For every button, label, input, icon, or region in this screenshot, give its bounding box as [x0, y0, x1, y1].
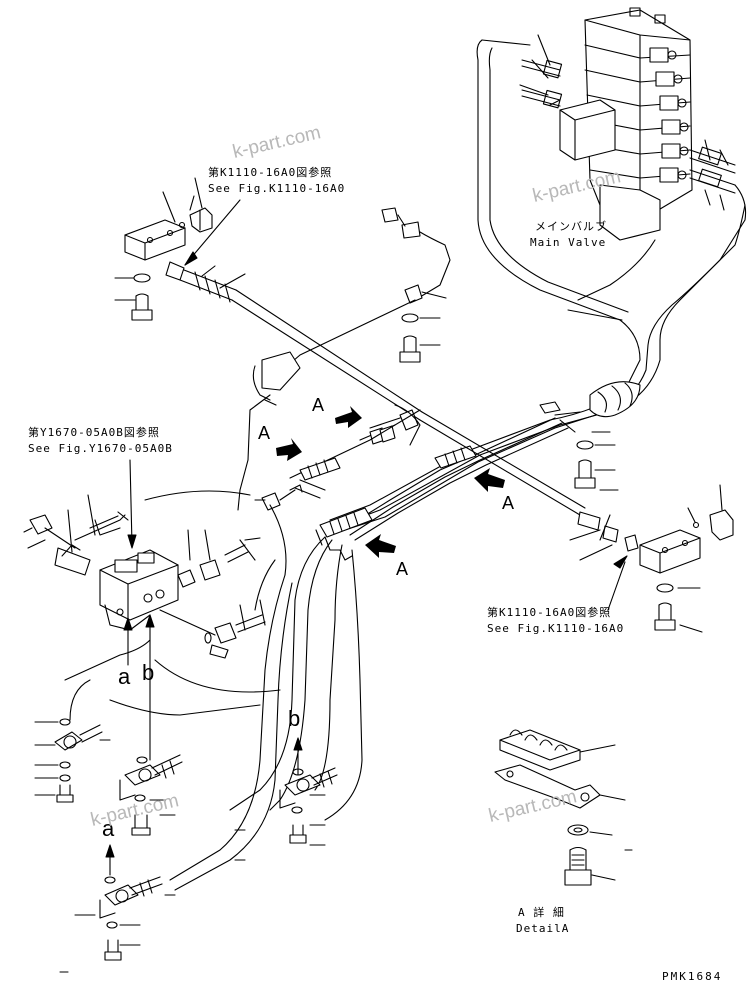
pilot-valve	[23, 494, 266, 659]
detail-a-label-en: DetailA	[516, 922, 570, 935]
drawing-code: PMK1684	[662, 970, 723, 983]
connection-b-upper: b	[142, 660, 155, 685]
reference-y1670-en: See Fig.Y1670-05A0B	[28, 442, 173, 455]
top-left-block	[114, 177, 423, 421]
reference-k1110-top-en: See Fig.K1110-16A0	[208, 182, 346, 195]
detail-a-label-jp: A 詳 細	[518, 906, 565, 919]
lower-hoses	[64, 490, 363, 891]
view-a-label-1: A	[312, 395, 325, 415]
reference-k1110-top-jp: 第K1110-16A0図参照	[208, 166, 333, 179]
main-valve-label-jp: メインバルブ	[535, 220, 607, 233]
view-arrows	[276, 406, 505, 558]
view-a-label-2: A	[258, 423, 271, 443]
right-block	[419, 411, 734, 633]
reference-y1670-jp: 第Y1670-05A0B図参照	[28, 426, 160, 439]
reference-k1110-right-en: See Fig.K1110-16A0	[487, 622, 625, 635]
view-a-label-3: A	[502, 493, 515, 513]
main-valve-label-en: Main Valve	[530, 236, 607, 249]
reference-leaders	[127, 199, 628, 611]
center-sensor-wiring	[247, 207, 451, 479]
connection-a-lower: a	[102, 816, 115, 841]
connection-b-lower: b	[288, 706, 301, 731]
connection-a-upper: a	[118, 664, 131, 689]
main-hose-bundle	[329, 39, 747, 541]
detail-a	[494, 729, 633, 886]
hose-clamps	[237, 445, 477, 561]
main-valve	[519, 7, 736, 241]
connection-arrows	[105, 614, 303, 876]
lower-fittings	[34, 718, 338, 973]
reference-k1110-right-jp: 第K1110-16A0図参照	[487, 606, 612, 619]
view-a-label-4: A	[396, 559, 409, 579]
